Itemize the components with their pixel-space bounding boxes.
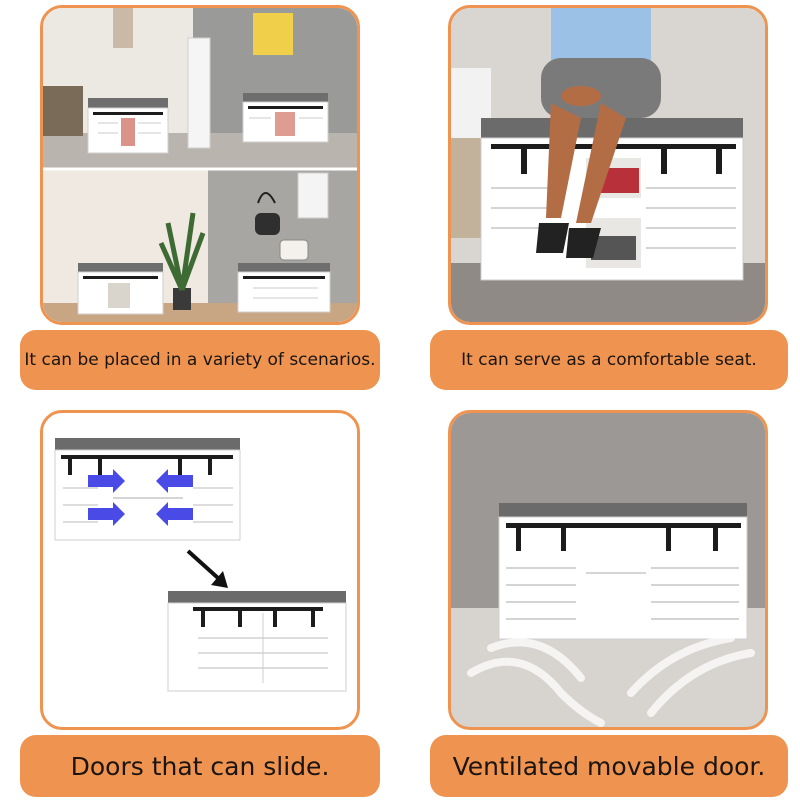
seat-image <box>451 8 765 322</box>
bench-illustration <box>167 591 347 692</box>
sliding-caption: Doors that can slide. <box>20 735 380 797</box>
bench-illustration <box>54 438 241 541</box>
seat-caption: It can serve as a comfortable seat. <box>430 330 788 390</box>
sliding-image <box>54 438 347 692</box>
wall-picture <box>253 13 293 55</box>
bench-illustration <box>242 93 329 143</box>
ventilated-image <box>451 413 765 727</box>
caption-text: It can be placed in a variety of scenari… <box>24 350 376 370</box>
scenarios-image <box>43 8 357 322</box>
slide-left-arrow-icon <box>156 502 193 526</box>
bench-illustration <box>87 98 169 154</box>
bench-illustration <box>498 503 748 640</box>
caption-text: Ventilated movable door. <box>452 751 766 781</box>
slide-right-arrow-icon <box>88 502 125 526</box>
scenarios-panel <box>40 5 360 325</box>
slide-right-arrow-icon <box>88 469 125 493</box>
caption-text: Doors that can slide. <box>70 751 330 781</box>
slide-left-arrow-icon <box>156 469 193 493</box>
bench-illustration <box>77 263 164 315</box>
ventilated-caption: Ventilated movable door. <box>430 735 788 797</box>
person-illustration <box>536 8 661 258</box>
ventilated-panel <box>448 410 768 730</box>
seat-panel <box>448 5 768 325</box>
transition-arrow-icon <box>186 549 228 588</box>
caption-text: It can serve as a comfortable seat. <box>461 350 757 370</box>
sliding-panel <box>40 410 360 730</box>
scenarios-caption: It can be placed in a variety of scenari… <box>20 330 380 390</box>
bench-illustration <box>237 263 331 313</box>
airflow-icon <box>467 634 755 727</box>
